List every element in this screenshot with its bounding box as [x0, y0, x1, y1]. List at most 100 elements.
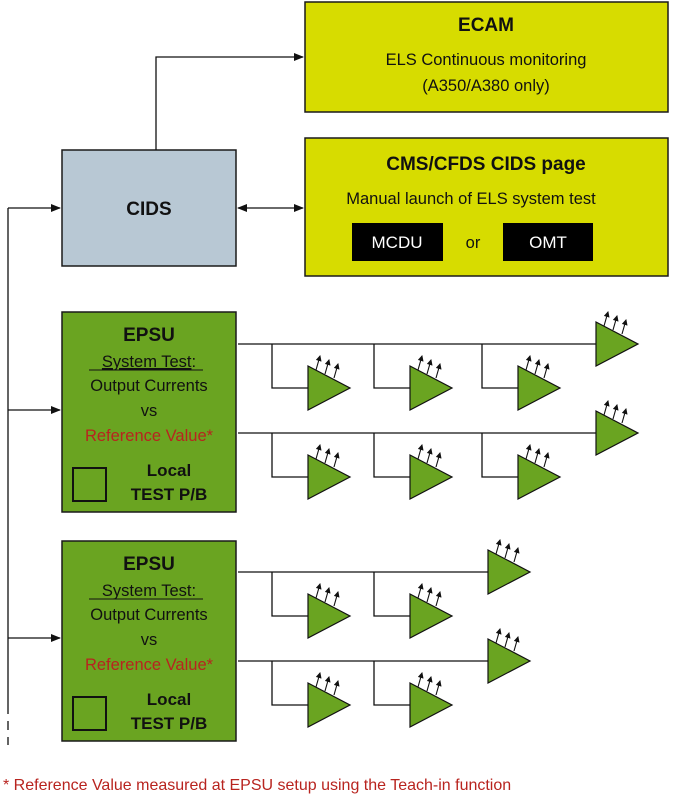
omt-label: OMT [529, 233, 567, 252]
cms-box: CMS/CFDS CIDS page Manual launch of ELS … [304, 137, 669, 277]
epsu1-chain-a-drop-wire-3 [481, 344, 518, 389]
epsu1-test-button [72, 467, 107, 502]
epsu1-chain-b-lamp-1-ray-2 [324, 448, 331, 464]
epsu1-chain-b-lamp-1-ray-1 [315, 444, 322, 460]
ecam-line2: (A350/A380 only) [422, 77, 550, 95]
epsu1-chain-a-drop-wire-1 [271, 344, 308, 389]
epsu1-chain-a-lamp-2 [409, 365, 454, 411]
ecam-line1: ELS Continuous monitoring [386, 51, 587, 69]
epsu1-chain-b-drop-wire-3 [481, 433, 518, 478]
epsu1-chain-a-end-lamp-ray-2 [612, 315, 619, 331]
cms-title: CMS/CFDS CIDS page [386, 154, 586, 175]
epsu2-output: Output Currents [90, 606, 207, 624]
epsu1-chain-b-lamp-3-ray-2 [534, 448, 541, 464]
epsu2-chain-b-lamp-2-ray-3 [435, 680, 442, 696]
epsu1-test-pb: TEST P/B [131, 485, 208, 504]
epsu1-system-test-line: System Test: [102, 353, 196, 371]
epsu1-chain-b-drop-wire-1 [271, 433, 308, 478]
epsu1-chain-b-lamp-2 [409, 454, 454, 500]
epsu2-chain-a-end-lamp-ray-1 [495, 539, 502, 555]
epsu1-chain-a-end-lamp [595, 321, 640, 367]
epsu1-title: EPSU [123, 325, 175, 346]
epsu1-chain-a-lamp-2-ray-2 [426, 359, 433, 375]
epsu1-chain-a-lamp-3-ray-1 [525, 355, 532, 371]
epsu2-chain-a-lamp-1-ray-3 [333, 591, 340, 607]
epsu1-chain-b-lamp-2-ray-3 [435, 452, 442, 468]
epsu1-reference: Reference Value* [85, 427, 214, 445]
epsu1-chain-a-end-lamp-ray-1 [603, 311, 610, 327]
ecam-title: ECAM [458, 15, 514, 36]
epsu2-chain-a-lamp-1 [307, 593, 352, 639]
cms-or: or [466, 234, 481, 252]
epsu1-output: Output Currents [90, 377, 207, 395]
epsu2-chain-a-drop-wire-1 [271, 572, 308, 617]
epsu2-chain-a-lamp-1-ray-1 [315, 583, 322, 599]
epsu2-chain-a-lamp-1-ray-2 [324, 587, 331, 603]
epsu1-chain-b-drop-wire-2 [373, 433, 410, 478]
footnote: * Reference Value measured at EPSU setup… [3, 777, 511, 794]
cids-title: CIDS [126, 199, 171, 220]
epsu2-chain-b-drop-wire-1 [271, 661, 308, 706]
epsu2-chain-b-lamp-1-ray-1 [315, 672, 322, 688]
epsu1-chain-b-lamp-2-ray-1 [417, 444, 424, 460]
epsu1-chain-b-lamp-2-ray-2 [426, 448, 433, 464]
epsu-box-2: EPSU System Test: Output Currents vs Ref… [61, 540, 237, 742]
epsu1-chain-a-lamp-1-ray-1 [315, 355, 322, 371]
epsu1-chain-a-lamp-3 [517, 365, 562, 411]
epsu2-vs: vs [141, 631, 158, 649]
lamp-chains [238, 311, 640, 728]
epsu2-chain-b-lamp-1-ray-2 [324, 676, 331, 692]
epsu2-test-pb: TEST P/B [131, 714, 208, 733]
epsu2-chain-b-lamp-2-ray-2 [426, 676, 433, 692]
epsu2-chain-b-lamp-1 [307, 682, 352, 728]
epsu2-chain-a-lamp-2-ray-3 [435, 591, 442, 607]
epsu1-chain-b-end-lamp-ray-2 [612, 404, 619, 420]
epsu2-chain-b-lamp-2-ray-1 [417, 672, 424, 688]
epsu2-title: EPSU [123, 554, 175, 575]
epsu1-chain-b-lamp-3 [517, 454, 562, 500]
epsu2-test-button [72, 696, 107, 731]
epsu2-chain-a-lamp-2-ray-1 [417, 583, 424, 599]
epsu1-local: Local [147, 461, 191, 480]
epsu1-chain-a-end-lamp-ray-3 [621, 319, 628, 335]
cids-box: CIDS [61, 149, 237, 267]
epsu1-colon: : [191, 353, 196, 371]
epsu2-chain-b-end-lamp-ray-3 [513, 636, 520, 652]
epsu1-chain-b-lamp-1 [307, 454, 352, 500]
epsu2-chain-a-lamp-2-ray-2 [426, 587, 433, 603]
ecam-box: ECAM ELS Continuous monitoring (A350/A38… [304, 1, 669, 113]
epsu2-chain-b-end-lamp-ray-2 [504, 632, 511, 648]
epsu1-chain-a-lamp-3-ray-2 [534, 359, 541, 375]
mcdu-button: MCDU [352, 223, 443, 261]
epsu1-chain-a-lamp-1-ray-2 [324, 359, 331, 375]
mcdu-label: MCDU [372, 233, 423, 252]
epsu2-local: Local [147, 690, 191, 709]
epsu2-chain-b-drop-wire-2 [373, 661, 410, 706]
epsu2-chain-a-drop-wire-2 [373, 572, 410, 617]
epsu1-chain-a-lamp-1 [307, 365, 352, 411]
epsu1-chain-b-end-lamp [595, 410, 640, 456]
epsu1-chain-b-end-lamp-ray-3 [621, 408, 628, 424]
epsu1-chain-a-lamp-1-ray-3 [333, 363, 340, 379]
epsu1-vs: vs [141, 402, 158, 420]
epsu2-chain-a-end-lamp [487, 549, 532, 595]
epsu1-chain-b-lamp-3-ray-1 [525, 444, 532, 460]
epsu1-chain-b-lamp-1-ray-3 [333, 452, 340, 468]
epsu2-system-test-line: System Test: [102, 582, 196, 600]
epsu1-chain-b-lamp-3-ray-3 [543, 452, 550, 468]
epsu2-chain-b-end-lamp [487, 638, 532, 684]
epsu1-chain-b-end-lamp-ray-1 [603, 400, 610, 416]
epsu2-chain-b-lamp-1-ray-3 [333, 680, 340, 696]
epsu2-chain-a-lamp-2 [409, 593, 454, 639]
epsu2-reference: Reference Value* [85, 656, 214, 674]
epsu2-system-test: System Test [102, 582, 192, 600]
epsu2-chain-a-end-lamp-ray-2 [504, 543, 511, 559]
epsu1-chain-a-lamp-2-ray-1 [417, 355, 424, 371]
epsu2-colon: : [191, 582, 196, 600]
omt-button: OMT [503, 223, 593, 261]
cids-to-ecam-arrow [155, 53, 304, 150]
epsu1-system-test: System Test [102, 353, 192, 371]
epsu2-chain-b-end-lamp-ray-1 [495, 628, 502, 644]
epsu2-chain-a-end-lamp-ray-3 [513, 547, 520, 563]
